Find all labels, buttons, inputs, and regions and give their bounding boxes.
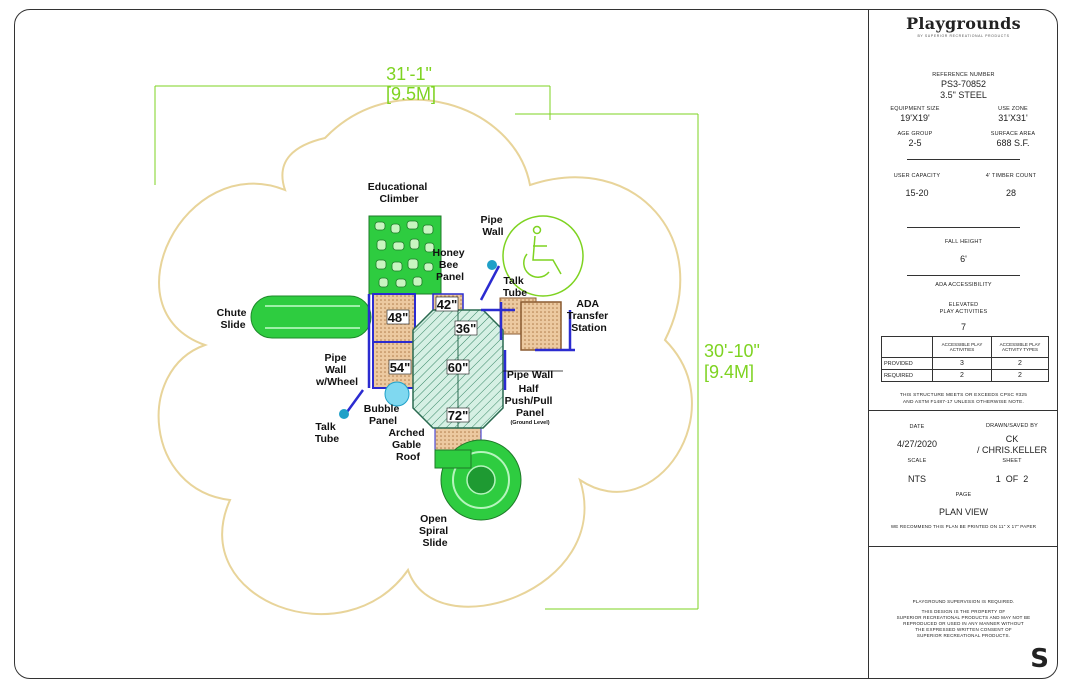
sheet-label: SHEET	[1002, 458, 1022, 464]
timber-count-label: 4' TIMBER COUNT	[985, 173, 1037, 179]
required-label: REQUIRED	[881, 369, 933, 382]
property-note-1: THIS DESIGN IS THE PROPERTY OF	[921, 609, 1006, 614]
label-ada-transfer-station: ADA Transfer Station	[567, 298, 611, 334]
page-label: PAGE	[955, 492, 972, 498]
label-honey-bee-panel: Honey Bee Panel	[432, 247, 467, 283]
deck-36-label: 36"	[456, 321, 477, 336]
label-ground-level: (Ground Level)	[510, 420, 549, 426]
label-talk-tube-left: Talk Tube	[315, 421, 339, 445]
table-head-types: ACCESSIBLE PLAY ACTIVITY TYPES	[991, 336, 1049, 358]
elevated-label-2: PLAY ACTIVITIES	[939, 309, 988, 315]
age-group-label: AGE GROUP	[897, 131, 933, 137]
required-activities: 2	[932, 369, 992, 382]
surface-area-label: SURFACE AREA	[990, 131, 1036, 137]
title-block: Playgrounds BY SUPERIOR RECREATIONAL PRO…	[868, 10, 1057, 678]
talk-tube-right-icon	[487, 260, 497, 270]
label-pipe-wall-top: Pipe Wall	[480, 214, 505, 238]
provided-types: 2	[991, 357, 1049, 370]
depth-dimension-ft: 30'-10"	[704, 341, 760, 361]
print-recommendation: WE RECOMMEND THIS PLAN BE PRINTED ON 11"…	[890, 524, 1037, 529]
label-arched-gable-roof: Arched Gable Roof	[388, 427, 427, 463]
timber-count: 28	[1005, 188, 1016, 198]
elevated-value: 7	[960, 322, 966, 332]
label-chute-slide: Chute Slide	[217, 307, 250, 331]
steel-frame	[345, 265, 575, 413]
scale-label: SCALE	[907, 458, 927, 464]
material: 3.5" STEEL	[940, 90, 987, 100]
ada-transfer-station	[520, 301, 562, 351]
equipment-size-label: EQUIPMENT SIZE	[890, 106, 940, 112]
date-label: DATE	[909, 424, 925, 430]
property-note-4: THE EXPRESSED WRITTEN CONSENT OF	[915, 627, 1012, 632]
use-zone: 31'X31'	[998, 113, 1028, 123]
label-pipe-wall-right: Pipe Wall	[507, 369, 553, 381]
brand-logo: Playgrounds	[906, 14, 1021, 33]
wheelchair-icon	[502, 215, 584, 297]
ada-accessibility-label: ADA ACCESSIBILITY	[935, 282, 992, 288]
brand-subtitle: BY SUPERIOR RECREATIONAL PRODUCTS	[917, 34, 1010, 38]
label-pipe-wall-wheel: Pipe Wall w/Wheel	[315, 352, 358, 388]
use-zone-label: USE ZONE	[998, 106, 1028, 112]
label-talk-tube-right: Talk Tube	[503, 275, 527, 299]
fall-height-label: FALL HEIGHT	[944, 239, 983, 245]
width-dimension-ft: 31'-1"	[386, 64, 432, 84]
depth-dimension-m: [9.4M]	[704, 362, 754, 382]
provided-activities: 3	[932, 357, 992, 370]
reference-label: REFERENCE NUMBER	[932, 72, 995, 78]
deck-54-label: 54"	[390, 360, 411, 375]
sheet: 1 OF 2	[995, 474, 1029, 484]
deck-42-label: 42"	[437, 297, 458, 312]
deck-60-label: 60"	[448, 360, 469, 375]
drawn-by-initials: CK	[1005, 434, 1019, 444]
bubble-panel	[384, 381, 410, 407]
drawn-by-label: DRAWN/SAVED BY	[985, 423, 1038, 429]
drawing-sheet: 31'-1" [9.5M] 30'-10" [9.4M]	[14, 9, 1058, 679]
accessibility-table: ACCESSIBLE PLAY ACTIVITIES ACCESSIBLE PL…	[881, 336, 1049, 382]
equipment-size: 19'X19'	[900, 113, 930, 123]
dimension-lines	[154, 85, 699, 610]
required-types: 2	[991, 369, 1049, 382]
fall-height: 6'	[960, 254, 967, 264]
table-head-activities: ACCESSIBLE PLAY ACTIVITIES	[932, 336, 992, 358]
reference-number: PS3-70852	[940, 79, 987, 89]
talk-tube-left-icon	[339, 409, 349, 419]
provided-label: PROVIDED	[881, 357, 933, 370]
deck-72-label: 72"	[448, 408, 469, 423]
educational-climber	[368, 215, 442, 295]
elevated-label-1: ELEVATED	[948, 302, 979, 308]
open-spiral-slide	[434, 439, 522, 521]
plan-view-drawing: 31'-1" [9.5M] 30'-10" [9.4M]	[154, 64, 760, 616]
property-note-3: REPRODUCED OR USED IN ANY MANNER WITHOUT	[903, 621, 1024, 626]
user-capacity-label: USER CAPACITY	[893, 173, 941, 179]
label-educational-climber: Educational Climber	[368, 181, 430, 205]
drawn-by-name: / CHRIS.KELLER	[976, 445, 1048, 455]
label-open-spiral-slide: Open Spiral Slide	[419, 513, 451, 549]
deck-48-label: 48"	[388, 310, 409, 325]
width-dimension-m: [9.5M]	[386, 84, 436, 104]
astm-note-1: THIS STRUCTURE MEETS OR EXCEEDS CPSC #32…	[899, 393, 1028, 398]
user-capacity: 15-20	[905, 188, 929, 198]
company-s-logo: S	[1030, 644, 1049, 674]
date: 4/27/2020	[896, 439, 938, 449]
age-group: 2-5	[908, 138, 922, 148]
property-note-2: SUPERIOR RECREATIONAL PRODUCTS AND MAY N…	[896, 615, 1031, 620]
use-zone-outline	[157, 98, 693, 616]
surface-area: 688 S.F.	[996, 138, 1030, 148]
scale: NTS	[908, 474, 926, 484]
astm-note-2: AND ASTM F1487-17 UNLESS OTHERWISE NOTE.	[902, 400, 1025, 405]
label-bubble-panel: Bubble Panel	[364, 403, 403, 427]
page: PLAN VIEW	[938, 507, 988, 517]
supervision-note: PLAYGROUND SUPERVISION IS REQUIRED.	[912, 599, 1015, 604]
chute-slide	[250, 295, 372, 339]
property-note-5: SUPERIOR RECREATIONAL PRODUCTS.	[916, 633, 1011, 638]
label-half-push-pull-panel: Half Push/Pull Panel	[505, 383, 556, 419]
